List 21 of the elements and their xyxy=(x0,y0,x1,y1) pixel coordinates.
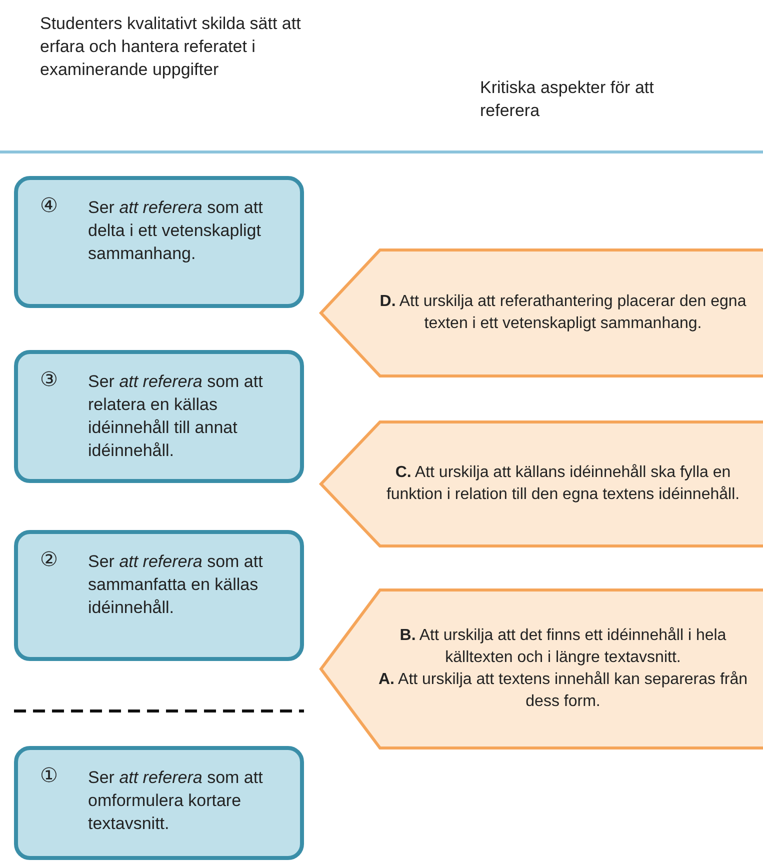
stage-box xyxy=(14,176,304,308)
column-heading: Studenters kvalitativt skilda sätt att erfara och hantera referatet i examinerande uppgifter xyxy=(40,13,302,81)
aspect-arrow xyxy=(318,588,763,750)
aspect-text: C. Att urskilja att källans idéinnehåll ska fylla en funktion i relation till den egna textens idéinnehåll. xyxy=(385,463,741,505)
stage-description: Ser att referera som att relatera en källas idéinnehåll till annat idéinnehåll. xyxy=(88,371,264,462)
stage-description: Ser att referera som att sammanfatta en källas idéinnehåll. xyxy=(88,551,264,619)
circled-number: ④ xyxy=(40,194,58,218)
stage-box xyxy=(14,746,304,860)
stage-box xyxy=(14,350,304,483)
aspect-arrow xyxy=(318,248,763,378)
stage-description: Ser att referera som att omformulera kortare textavsnitt. xyxy=(88,767,264,835)
aspect-text: B. Att urskilja att det finns ett idéinnehåll i hela källtexten och i längre textavsnitt. xyxy=(398,626,728,668)
aspect-text: D. Att urskilja att referathantering placerar den egna texten i ett vetenskapligt sammanhang. xyxy=(378,292,748,334)
stage-box xyxy=(14,530,304,661)
column-heading: Kritiska aspekter för att referera xyxy=(480,77,655,122)
circled-number: ③ xyxy=(40,368,58,392)
circled-number: ① xyxy=(40,764,58,788)
circled-number: ② xyxy=(40,548,58,572)
stage-description: Ser att referera som att delta i ett vetenskapligt sammanhang. xyxy=(88,197,264,265)
aspect-text: A. Att urskilja att textens innehåll kan separeras från dess form. xyxy=(377,670,749,712)
aspect-arrow xyxy=(318,420,763,548)
